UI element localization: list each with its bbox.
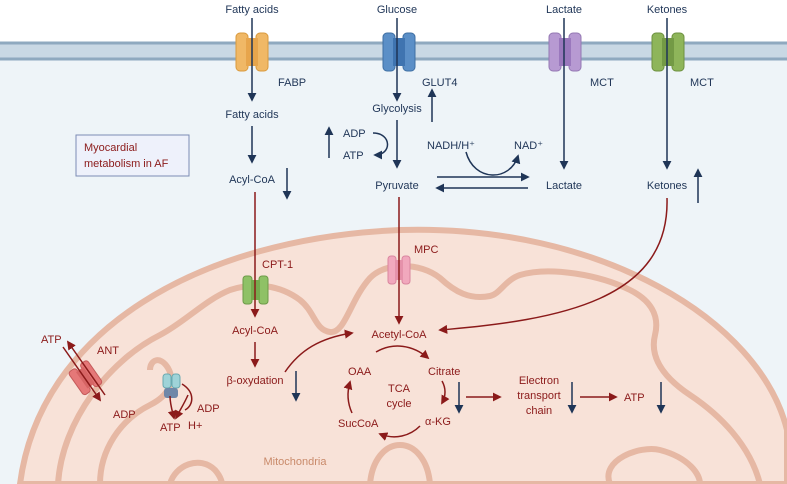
- oaa-label: OAA: [348, 366, 372, 378]
- synthase-atp-label: ATP: [160, 422, 181, 434]
- mito-inner-membrane: [55, 263, 763, 484]
- mpc-label: MPC: [414, 244, 439, 256]
- synthase-atp-arrow: [167, 395, 177, 420]
- mct-ketones-label: MCT: [690, 77, 714, 89]
- nadh-nad-conversion-arrow: [465, 151, 521, 176]
- legend-line2: metabolism in AF: [84, 158, 169, 170]
- succoa-to-oaa-arrow: [343, 380, 353, 414]
- mct-transporter-lactate-icon: [548, 32, 582, 72]
- mito-crista-far-left: [167, 459, 225, 484]
- succoa-label: SucCoA: [338, 418, 379, 430]
- legend-line1: Myocardial: [84, 142, 137, 154]
- ant-atp-label: ATP: [41, 334, 62, 346]
- ketones-cytosol-label: Ketones: [647, 180, 688, 192]
- beta-oxidation-to-acetyl-coa-arrow: [284, 329, 354, 373]
- cpt1-label: CPT-1: [262, 259, 293, 271]
- etc-line2: transport: [517, 390, 560, 402]
- mitochondria-label: Mitochondria: [264, 456, 328, 468]
- fabp-transporter-icon: [235, 32, 269, 72]
- glycolysis-label: Glycolysis: [372, 103, 422, 115]
- fabp-label: FABP: [278, 77, 306, 89]
- atp-label: ATP: [343, 150, 364, 162]
- acyl-coa-cytosol-label: Acyl-CoA: [229, 174, 276, 186]
- ketones-label: Ketones: [647, 4, 688, 16]
- synthase-h-arrow: [175, 394, 189, 420]
- etc-line1: Electron: [519, 375, 559, 387]
- akg-to-succoa-arrow: [378, 425, 421, 441]
- tca-label: TCA: [388, 383, 411, 395]
- atp-synthase-icon: [162, 373, 181, 398]
- mct-lactate-label: MCT: [590, 77, 614, 89]
- lactate-label: Lactate: [546, 4, 582, 16]
- mct-transporter-ketones-icon: [651, 32, 685, 72]
- etc-line3: chain: [526, 405, 552, 417]
- adp-atp-conversion-arrow: [372, 132, 389, 160]
- legend-box: Myocardial metabolism in AF: [75, 134, 190, 177]
- synthase-adp-curve: [181, 383, 193, 411]
- citrate-label: Citrate: [428, 366, 460, 378]
- synthase-adp-label: ADP: [197, 403, 220, 415]
- glucose-label: Glucose: [377, 4, 417, 16]
- synthase-h-label: H+: [188, 420, 202, 432]
- ant-label: ANT: [97, 345, 119, 357]
- glut4-transporter-icon: [382, 32, 416, 72]
- pyruvate-label: Pyruvate: [375, 180, 418, 192]
- mito-crista-right: [605, 446, 703, 484]
- acetyl-coa-label: Acetyl-CoA: [371, 329, 427, 341]
- ant-adp-label: ADP: [113, 409, 136, 421]
- ketones-to-acetyl-coa-arrow: [438, 197, 668, 334]
- cycle-label: cycle: [386, 398, 411, 410]
- akg-label: α-KG: [425, 416, 451, 428]
- nadh-label: NADH/H⁺: [427, 140, 475, 152]
- glut4-label: GLUT4: [422, 77, 457, 89]
- ant-adp-arrow: [62, 346, 102, 402]
- nad-label: NAD⁺: [514, 140, 543, 152]
- fatty-acids-cytosol-label: Fatty acids: [225, 109, 279, 121]
- citrate-to-akg-arrow: [441, 380, 450, 405]
- lactate-cytosol-label: Lactate: [546, 180, 582, 192]
- beta-oxidation-label: β-oxydation: [226, 375, 283, 387]
- fatty-acids-label: Fatty acids: [225, 4, 279, 16]
- atp-output-label: ATP: [624, 392, 645, 404]
- mito-crista-bottom: [367, 441, 433, 484]
- acyl-coa-mito-label: Acyl-CoA: [232, 325, 279, 337]
- adp-label: ADP: [343, 128, 366, 140]
- ant-atp-arrow: [66, 340, 106, 396]
- oaa-to-citrate-arrow: [375, 345, 430, 360]
